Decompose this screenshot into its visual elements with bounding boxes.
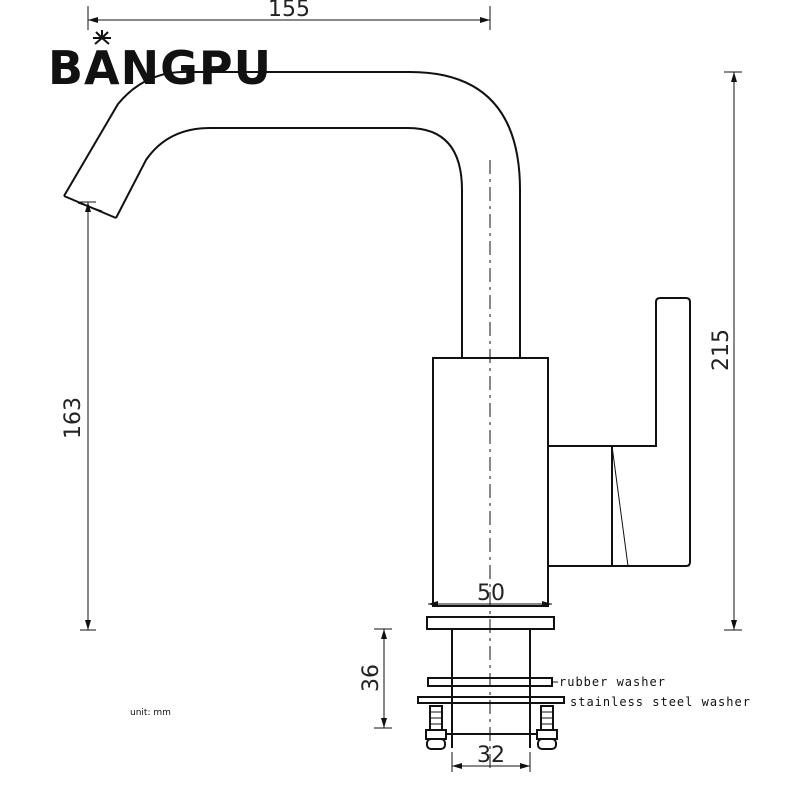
mounting-bolt-right [536, 705, 558, 750]
base-flange [426, 616, 555, 630]
unit-note: unit: mm [130, 708, 171, 718]
dimension-reach: 155 [87, 0, 491, 30]
dimension-overall-height-label: 215 [709, 329, 734, 371]
handle [548, 297, 691, 567]
sunburst-icon [93, 30, 111, 45]
dimension-thread-diameter: 32 [451, 743, 531, 772]
dimension-body-width: 50 [428, 581, 552, 607]
dimension-shank-length-label: 36 [359, 664, 384, 692]
dimension-overall-height: 215 [709, 71, 742, 631]
mounting-bolt-left [425, 705, 447, 750]
brand-logo-text: BANGPU [48, 41, 272, 95]
dimension-body-width-label: 50 [477, 581, 505, 606]
stainless-steel-washer: stainless steel washer [417, 695, 751, 709]
spout [63, 70, 521, 358]
faucet-body [432, 357, 549, 607]
dimension-shank-length: 36 [359, 628, 392, 729]
shank [451, 629, 531, 748]
dimension-spout-height: 163 [61, 201, 96, 631]
dimension-thread-diameter-label: 32 [477, 743, 505, 768]
dimension-spout-height-label: 163 [61, 397, 86, 439]
stainless-steel-washer-label: stainless steel washer [570, 695, 751, 709]
dimension-reach-label: 155 [268, 0, 310, 22]
brand-logo: BANGPU [48, 30, 272, 95]
rubber-washer: rubber washer [427, 675, 666, 689]
rubber-washer-label: rubber washer [559, 675, 666, 689]
